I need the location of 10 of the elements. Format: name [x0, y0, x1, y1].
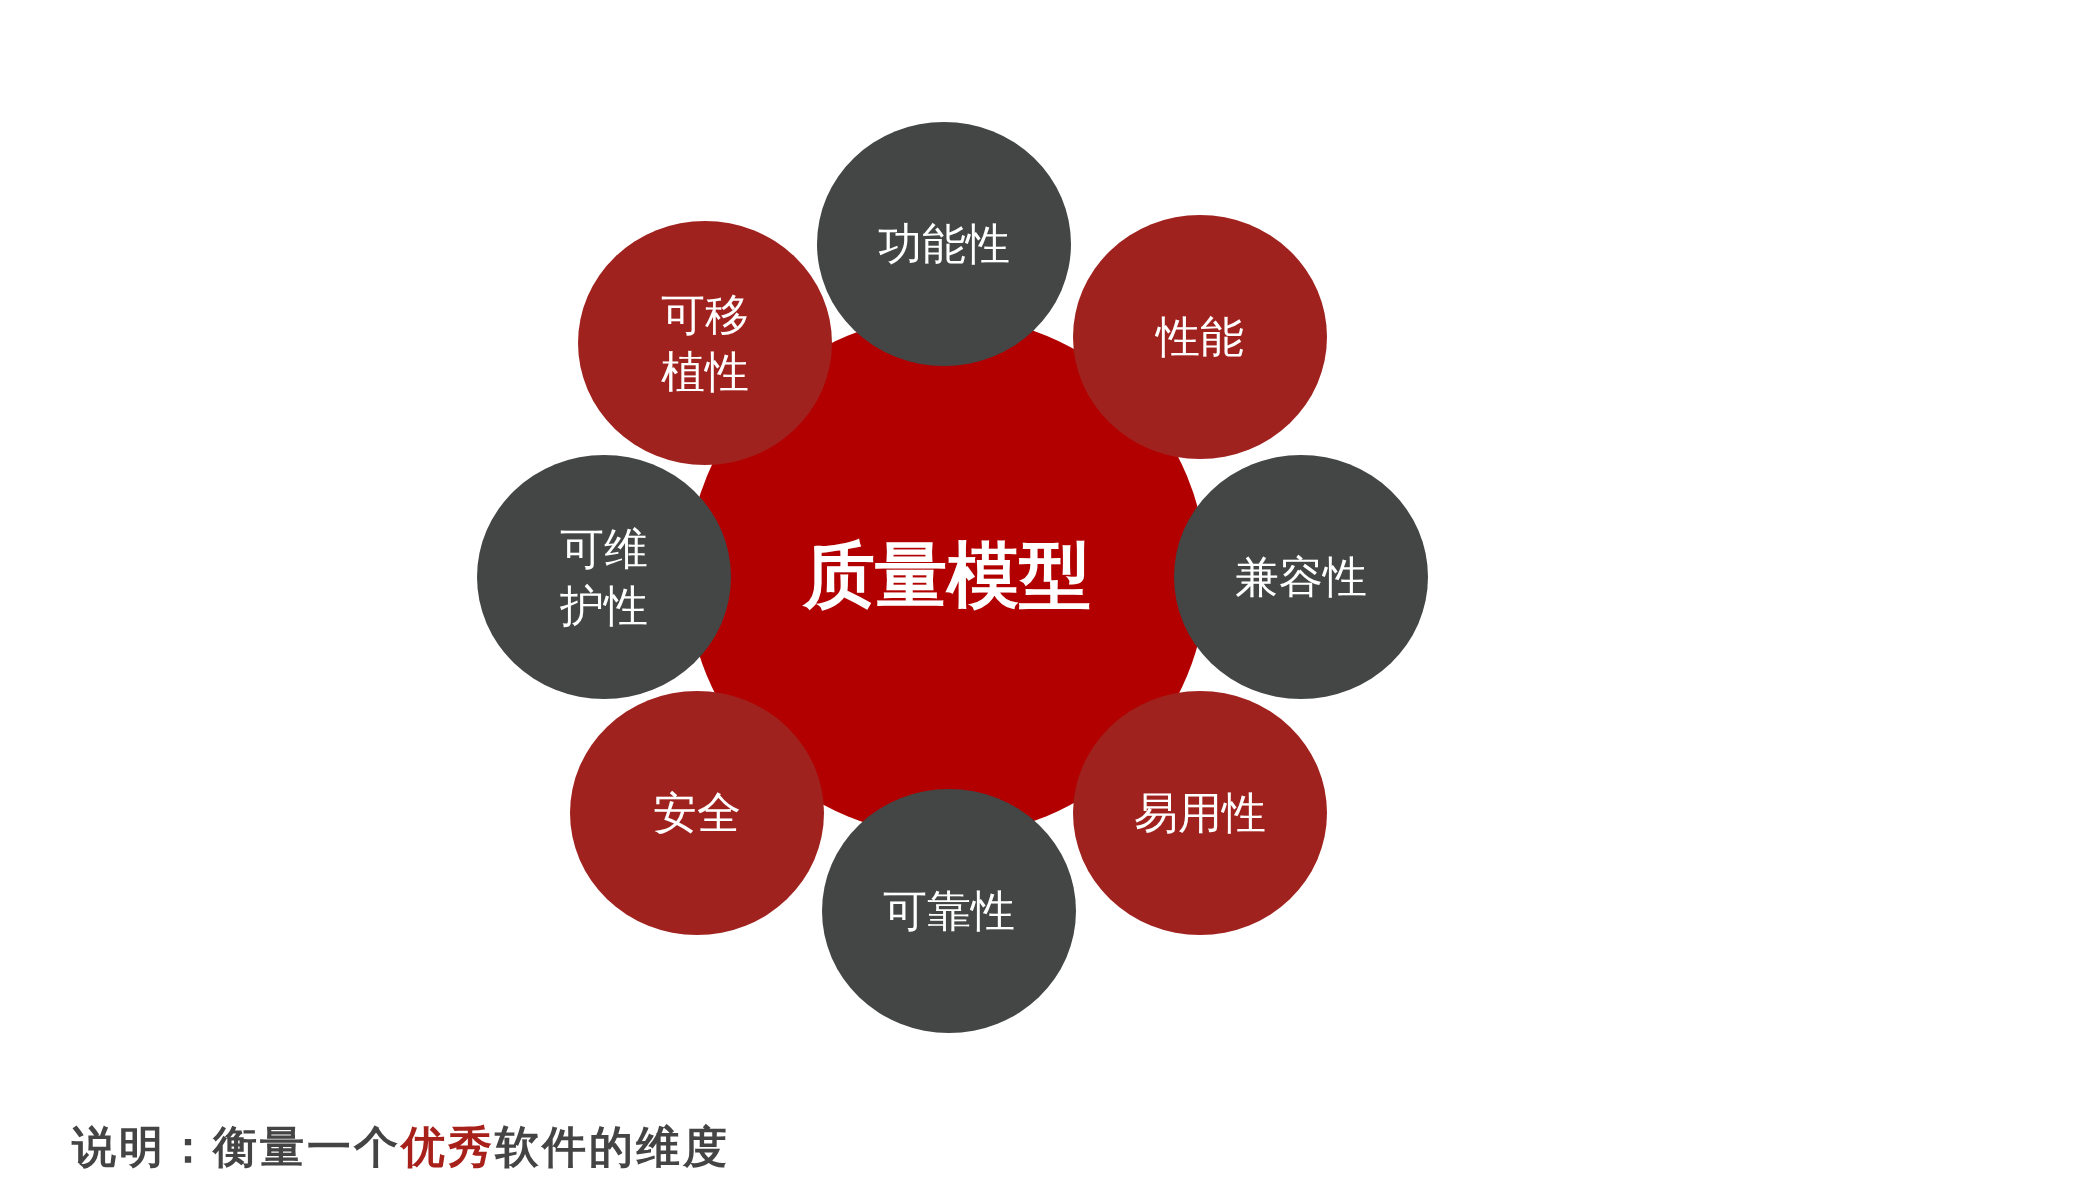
- category-label: 可维护性: [559, 521, 649, 633]
- category-label: 可移植性: [660, 287, 750, 399]
- category-label: 安全: [653, 786, 741, 841]
- category-label: 功能性: [878, 217, 1010, 272]
- category-label: 性能: [1156, 310, 1244, 365]
- caption: 说明：衡量一个优秀软件的维度: [72, 1120, 730, 1174]
- category-label: 兼容性: [1235, 550, 1367, 605]
- category-label: 可靠性: [883, 884, 1015, 939]
- category-label: 易用性: [1134, 786, 1266, 841]
- center-title: 质量模型: [803, 532, 1091, 620]
